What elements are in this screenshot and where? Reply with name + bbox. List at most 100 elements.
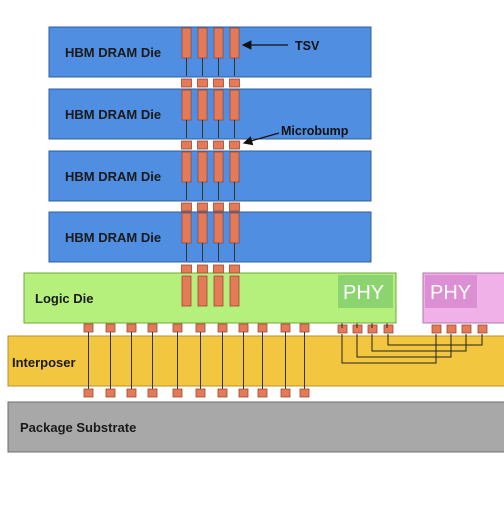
tsv [197,275,208,307]
c4-bump [280,388,291,398]
tsv [213,275,224,307]
logic-die-label: Logic Die [35,291,94,306]
interposer-top-bump [83,323,94,333]
phy-microbump [446,324,457,334]
phy-microbump [461,324,472,334]
substrate-label: Package Substrate [20,420,136,435]
tsv [229,275,240,307]
microbump [181,140,192,150]
c4-bump [217,388,228,398]
phy-label-logic: PHY [343,282,384,304]
tsv [197,27,208,59]
interposer-top-bump [195,323,206,333]
interposer-top-bump [217,323,228,333]
tsv [181,151,192,183]
microbump-arrow [242,132,280,146]
c4-bump [105,388,116,398]
microbump [229,202,240,212]
tsv [213,27,224,59]
tsv [213,89,224,121]
phy-block-logic [338,275,393,308]
tsv [181,27,192,59]
phy-microbump [383,324,394,334]
dram-die-1: HBM DRAM Die [48,26,372,78]
microbump [197,202,208,212]
phy-label-right: PHY [430,282,471,304]
interposer-top-bump [105,323,116,333]
tsv [229,212,240,244]
microbump [229,140,240,150]
interposer-top-bump [257,323,268,333]
microbump [181,78,192,88]
microbump [197,264,208,274]
tsv [197,151,208,183]
interposer: Interposer [7,335,504,387]
c4-bump [83,388,94,398]
microbump [229,264,240,274]
dram-die-label: HBM DRAM Die [65,169,161,184]
dram-die-4: HBM DRAM Die [48,211,372,263]
microbump [197,140,208,150]
microbump [213,264,224,274]
interposer-body [7,335,504,387]
c4-bump [238,388,249,398]
tsv [229,89,240,121]
microbump [229,78,240,88]
microbump-label: Microbump [281,124,349,138]
phy-microbump [477,324,488,334]
dram-die-body [48,150,372,202]
tsv [213,212,224,244]
tsv [229,27,240,59]
microbump [213,78,224,88]
tsv-stack [181,27,240,307]
microbump-callout: Microbump [242,124,349,146]
package-substrate: Package Substrate [7,401,504,453]
microbump [197,78,208,88]
interposer-top-bump [299,323,310,333]
microbump [181,264,192,274]
logic-die-body [23,272,397,324]
c4-bump [147,388,158,398]
dram-die-3: HBM DRAM Die [48,150,372,202]
microbump [213,140,224,150]
c4-bump [257,388,268,398]
interposer-top-bump [280,323,291,333]
tsv [197,89,208,121]
interposer-top-bump [147,323,158,333]
c4-bump [195,388,206,398]
interposer-vias [83,323,488,398]
dram-die-label: HBM DRAM Die [65,230,161,245]
microbump [213,202,224,212]
tsv [181,212,192,244]
phy-die-right: PHY [422,272,504,324]
interposer-label: Interposer [12,355,76,370]
dram-die-label: HBM DRAM Die [65,107,161,122]
interposer-top-bump [172,323,183,333]
tsv [197,212,208,244]
phy-route-wire [371,334,467,352]
dram-die-label: HBM DRAM Die [65,45,161,60]
logic-die: Logic Die PHY [23,272,397,324]
phy-microbump [431,324,442,334]
substrate-body [7,401,504,453]
tsv-callout: TSV [241,39,320,53]
dram-die-body [48,211,372,263]
tsv [181,89,192,121]
c4-bump [126,388,137,398]
c4-bump [299,388,310,398]
phy-route-wire [387,334,483,346]
tsv [213,151,224,183]
c4-bump [172,388,183,398]
dram-die-2: HBM DRAM Die [48,88,372,140]
phy-block-right [425,275,477,308]
tsv [181,275,192,307]
microbump [181,202,192,212]
tsv [229,151,240,183]
tsv-label: TSV [295,39,320,53]
dram-die-body [48,26,372,78]
phy-route-wire [341,334,437,364]
interposer-top-bump [126,323,137,333]
dram-die-body [48,88,372,140]
